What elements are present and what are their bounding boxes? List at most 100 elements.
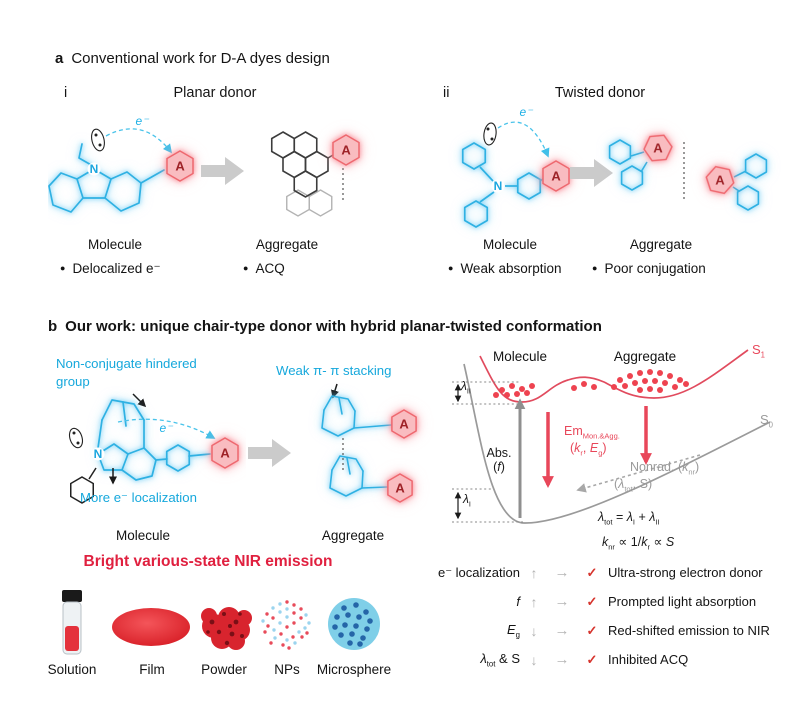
planar-donor-molecule: N e⁻ A bbox=[48, 114, 194, 213]
nitrogen-label: N bbox=[94, 447, 103, 461]
s1-sub: 1 bbox=[760, 350, 766, 360]
down-arrow-icon: ↓ bbox=[530, 651, 538, 668]
lone-pair-icon bbox=[483, 122, 497, 146]
eq-piece: I bbox=[632, 517, 635, 527]
molecule-label: Molecule bbox=[115, 528, 171, 543]
s0-letter: S bbox=[760, 412, 769, 427]
param-letter: f bbox=[516, 594, 520, 609]
lambda-leader-lines bbox=[452, 381, 524, 523]
solution-vial bbox=[62, 590, 82, 655]
right-arrow-icon: → bbox=[554, 564, 570, 581]
planar-aggregate: A bbox=[270, 131, 360, 217]
paren: ) bbox=[695, 460, 700, 474]
param-label: f bbox=[434, 594, 526, 609]
electron-transfer-arrow-icon bbox=[497, 121, 550, 158]
summary-text: Ultra-strong electron donor bbox=[608, 565, 763, 580]
summary-row: λtot & S ↓ → ✓ Inhibited ACQ bbox=[434, 651, 796, 669]
nonradiative-params: (λtot, S) bbox=[614, 477, 652, 494]
molecule-label: Molecule bbox=[482, 237, 538, 252]
annotation-arrow-icon bbox=[331, 383, 339, 399]
twisted-donor-molecule: N e⁻ A bbox=[461, 105, 570, 228]
nanoparticles-sample bbox=[261, 600, 311, 650]
sample-label-powder: Powder bbox=[201, 662, 247, 677]
energy-aggregate-label: Aggregate bbox=[613, 349, 677, 364]
eq-piece: = bbox=[612, 510, 627, 524]
summary-row: e⁻ localization ↑ → ✓ Ultra-strong elect… bbox=[434, 564, 796, 581]
eq-piece: II bbox=[655, 517, 660, 527]
param-label: Eg bbox=[434, 622, 526, 640]
s0-curve bbox=[463, 363, 771, 524]
absorption-label: Abs. (f) bbox=[480, 446, 518, 474]
kr-letter: k bbox=[574, 441, 581, 455]
eq-piece: nr bbox=[608, 542, 615, 552]
em-text: Em bbox=[564, 424, 583, 438]
lambda2-sub: II bbox=[466, 386, 471, 396]
microsphere-sample bbox=[328, 598, 380, 650]
sample-label-nps: NPs bbox=[274, 662, 300, 677]
acceptor-label: A bbox=[341, 143, 351, 158]
sub-ii-title: Twisted donor bbox=[554, 85, 646, 101]
sample-label-microsphere: Microsphere bbox=[316, 662, 392, 677]
acceptor-label: A bbox=[395, 481, 405, 496]
param-sub: g bbox=[515, 630, 520, 640]
equation-knr: knr ∝ 1/kr ∝ S bbox=[602, 534, 674, 552]
bullet-delocalized: ●Delocalized e⁻ bbox=[60, 261, 161, 277]
lone-pair-icon bbox=[91, 128, 105, 152]
bullet-icon: ● bbox=[592, 263, 598, 273]
atom-mask bbox=[87, 162, 101, 176]
sub-i-label: i bbox=[64, 85, 68, 101]
fused-ring-cluster bbox=[270, 131, 334, 198]
transform-arrow-icon bbox=[201, 157, 244, 185]
electron-transfer-arrow-icon bbox=[117, 418, 216, 439]
lambda2-letter: λ bbox=[461, 379, 467, 393]
annotation-hindered-group-line1: Non-conjugate hindered bbox=[56, 356, 197, 371]
transform-arrow-icon bbox=[570, 159, 613, 187]
s1-label: S1 bbox=[752, 342, 765, 360]
emission-params: (kr, Eg) bbox=[570, 441, 607, 458]
panel-b-label: b bbox=[48, 318, 58, 335]
sub-i-title: Planar donor bbox=[173, 85, 257, 101]
eq-piece: λ bbox=[626, 510, 633, 524]
aggregate-skeletons bbox=[321, 395, 392, 497]
s0-sub: 0 bbox=[768, 420, 774, 430]
lambda-tot-sub: tot bbox=[624, 484, 633, 494]
molecule-label: Molecule bbox=[87, 237, 143, 252]
eq-piece: r bbox=[647, 542, 650, 552]
down-arrow-icon: ↓ bbox=[530, 622, 538, 639]
annotation-hindered-group-line2: group bbox=[56, 374, 90, 389]
eq-piece: k bbox=[641, 535, 648, 549]
lambda1-sub: I bbox=[468, 499, 471, 509]
eg-letter: E bbox=[589, 441, 599, 455]
bullet-icon: ● bbox=[243, 263, 249, 273]
chair-donor-molecule: N e⁻ A bbox=[68, 399, 239, 504]
eq-piece: λ bbox=[598, 510, 605, 524]
lambda1-letter: λ bbox=[463, 492, 469, 506]
electron-label: e⁻ bbox=[519, 105, 534, 119]
comma: , bbox=[582, 441, 590, 455]
bullet-acq: ●ACQ bbox=[243, 261, 285, 276]
acceptor-hexagon: A bbox=[391, 409, 417, 439]
powder-sample bbox=[201, 607, 252, 650]
phenyl-pendant bbox=[70, 467, 97, 504]
nonradiative-label: Nonrad. (knr) bbox=[630, 460, 699, 477]
transform-arrow-icon bbox=[248, 439, 291, 467]
oscillator-strength: f bbox=[497, 460, 501, 474]
lambda-tot-letter: λ bbox=[618, 477, 625, 491]
param-sub: tot bbox=[486, 659, 496, 669]
check-icon: ✓ bbox=[586, 651, 598, 667]
param-label: λtot & S bbox=[434, 651, 526, 669]
param-label: e⁻ localization bbox=[437, 564, 520, 580]
param-letter: λ bbox=[480, 651, 487, 666]
check-icon: ✓ bbox=[586, 564, 598, 580]
acceptor-hexagon: A bbox=[705, 165, 735, 195]
acceptor-hexagon: A bbox=[643, 134, 673, 162]
aggregate-fragments bbox=[608, 139, 768, 211]
abs-f: (f) bbox=[480, 460, 518, 474]
paren: ( bbox=[614, 477, 619, 491]
nitrogen-label: N bbox=[494, 179, 503, 193]
twisted-aggregate: A A bbox=[608, 134, 768, 211]
right-arrow-icon: → bbox=[554, 593, 570, 610]
summary-text: Prompted light absorption bbox=[608, 594, 757, 609]
